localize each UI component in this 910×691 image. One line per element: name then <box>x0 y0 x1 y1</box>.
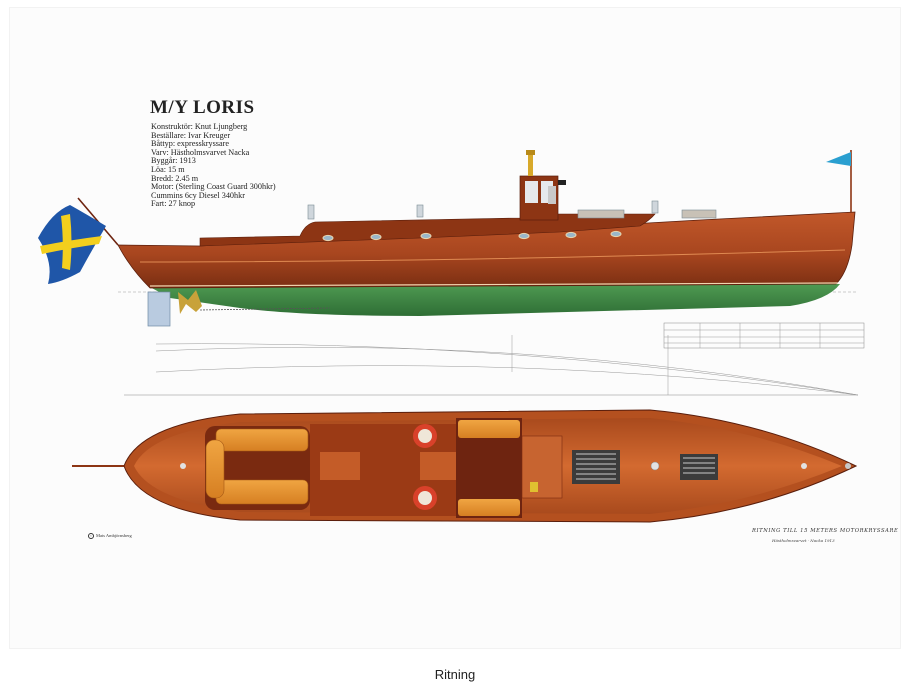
spec-item: Fart: 27 knop <box>151 199 196 209</box>
spec-item: Båttyp: expresskryssare <box>151 139 229 149</box>
spec-item: Konstruktör: Knut Ljungberg <box>151 122 248 131</box>
plan-view <box>72 409 858 523</box>
spec-item: Motor: (Sterling Coast Guard 300hkr) <box>151 182 276 192</box>
copyright-text: Mats Ambjörnsberg <box>96 533 132 538</box>
spec-item: Löa: 15 m <box>151 164 185 174</box>
spec-item: Beställare: Ivar Kreuger <box>151 130 231 140</box>
deck-vents <box>307 200 717 220</box>
pennant-flag <box>826 152 851 166</box>
page-title: M/Y LORIS <box>150 97 255 118</box>
drawing-note: RITNING TILL 15 METERS MOTORKRYSSARE <box>752 528 899 534</box>
lines-plan <box>124 322 865 396</box>
spec-item: Cummins 6cy Diesel 340hkr <box>151 190 245 200</box>
life-ring-icon <box>413 424 437 510</box>
wheelhouse <box>519 150 566 221</box>
spec-item: Varv: Hästholmsvarvet Nacka <box>151 147 250 157</box>
spec-list: Konstruktör: Knut Ljungberg Beställare: … <box>151 122 276 209</box>
image-caption: Ritning <box>434 667 476 682</box>
copyright-icon: © <box>88 533 94 539</box>
spec-item: Byggår: 1913 <box>151 156 196 166</box>
spec-item: Bredd: 2.45 m <box>151 173 199 183</box>
drawing-note-small: Hästholmsvarvet · Nacka 1913 <box>772 538 835 543</box>
copyright-note: ©Mats Ambjörnsberg <box>88 533 132 539</box>
portholes <box>322 230 622 242</box>
drawing-sheet <box>10 8 900 648</box>
swedish-flag <box>38 205 106 284</box>
side-view <box>38 150 858 327</box>
